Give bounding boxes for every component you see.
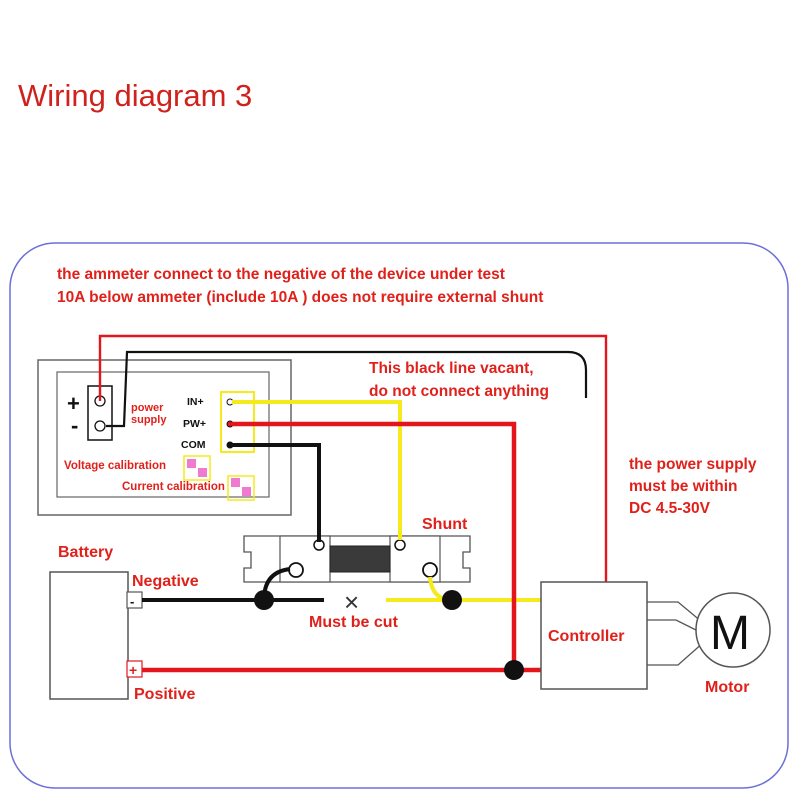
positive-label: Positive xyxy=(134,686,195,703)
shunt-left-bottom-screw xyxy=(288,562,304,578)
battery-minus-sign: - xyxy=(130,594,134,609)
meter-plus-sign: + xyxy=(67,391,80,416)
black-com-wire xyxy=(232,443,321,542)
voltage-calibration-label: Voltage calibration xyxy=(64,460,166,472)
black-vacant-wire xyxy=(106,350,588,428)
in-plus-label: IN+ xyxy=(187,396,204,408)
controller-label: Controller xyxy=(548,628,624,645)
com-label: COM xyxy=(181,439,206,451)
meter-minus-sign: - xyxy=(71,413,78,438)
battery-plus-sign: + xyxy=(129,662,137,678)
junction-positive-dot xyxy=(504,660,524,680)
junction-negative-dot xyxy=(254,590,274,610)
must-be-cut-label: Must be cut xyxy=(309,614,399,631)
motor-wire-middle xyxy=(647,619,701,633)
shunt-label: Shunt xyxy=(422,516,468,533)
red-power-wire xyxy=(98,334,608,582)
diagram-frame xyxy=(9,242,789,789)
page-title: Wiring diagram 3 xyxy=(18,78,253,113)
shunt-right-top-screw xyxy=(394,539,406,551)
shunt-right-bottom-screw xyxy=(422,562,438,578)
voltage-calibration-pad-2 xyxy=(198,468,207,477)
motor-letter: M xyxy=(710,607,750,660)
battery-label: Battery xyxy=(58,544,113,561)
motor-label: Motor xyxy=(705,679,749,696)
current-calibration-pad xyxy=(231,478,240,487)
pw-plus-label: PW+ xyxy=(183,418,206,430)
battery-body xyxy=(49,571,129,700)
junction-yellow-dot xyxy=(442,590,462,610)
power-supply-label-1: power xyxy=(131,402,164,414)
note-no-external-shunt: 10A below ammeter (include 10A ) does no… xyxy=(57,289,543,306)
current-calibration-label: Current calibration xyxy=(122,481,225,493)
current-calibration-pad-2 xyxy=(242,487,251,496)
supply-note-3: DC 4.5-30V xyxy=(629,500,711,517)
power-supply-label-2: supply xyxy=(131,414,167,426)
controller-box xyxy=(540,581,648,690)
red-pw-wire xyxy=(232,421,517,670)
yellow-sense-wire xyxy=(232,400,402,540)
voltage-calibration-bracket xyxy=(183,455,211,481)
vacant-note-2: do not connect anything xyxy=(369,383,549,400)
power-minus-terminal xyxy=(94,420,106,432)
motor-wire-bottom xyxy=(647,641,705,666)
shunt-resistor-strip xyxy=(329,545,391,573)
motor-circle xyxy=(695,592,771,668)
supply-note-1: the power supply xyxy=(629,456,757,473)
negative-label: Negative xyxy=(132,573,199,590)
vacant-note-1: This black line vacant, xyxy=(369,360,534,377)
cut-mark: × xyxy=(344,587,359,617)
motor-wire-top xyxy=(647,601,703,623)
voltage-calibration-pad xyxy=(187,459,196,468)
current-calibration-bracket xyxy=(227,475,255,501)
supply-note-2: must be within xyxy=(629,478,738,495)
note-negative-connection: the ammeter connect to the negative of t… xyxy=(57,266,505,283)
